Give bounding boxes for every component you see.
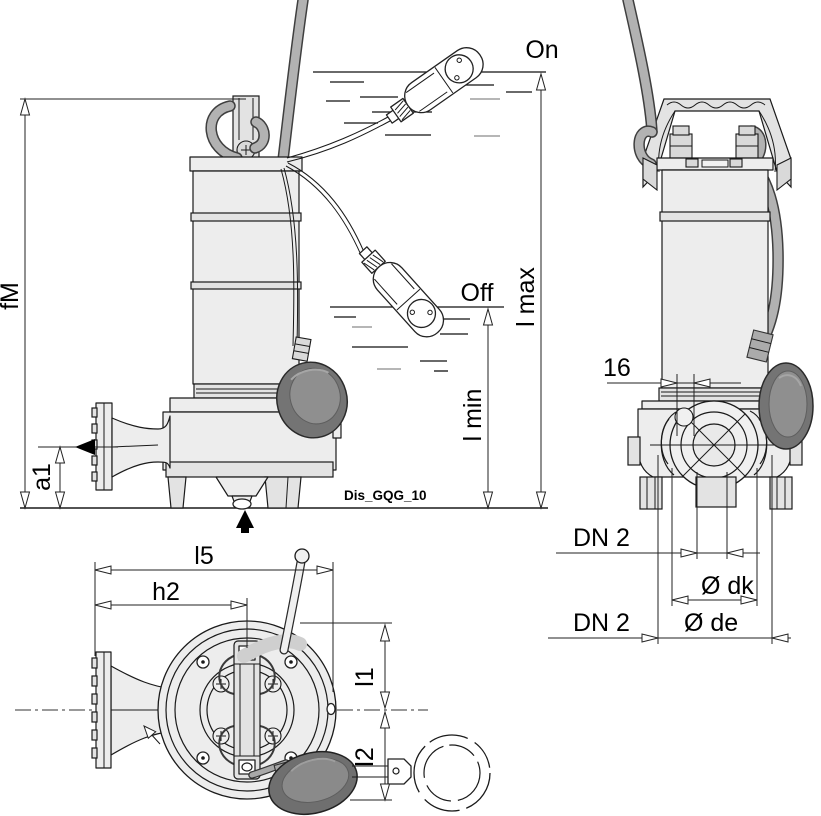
cable-gland-left: [669, 125, 693, 159]
foot-left-front: [639, 476, 663, 510]
dim-lmax: l max: [512, 72, 547, 510]
motor-body-side: [192, 170, 300, 385]
foot-right-front: [769, 476, 793, 510]
foot-left-side: [167, 476, 187, 509]
label-dia-de: Ø de: [684, 609, 738, 637]
top-view: l5 h2 l1 l2: [15, 542, 491, 815]
label-dia-dk: Ø dk: [701, 572, 754, 600]
float-switch-on: [385, 47, 484, 124]
cable-gland-right: [735, 125, 759, 159]
foot-right-side: [264, 476, 302, 509]
float-switch-top: [248, 751, 358, 815]
label-lmax: l max: [512, 267, 540, 327]
dim-l2: l2: [350, 710, 392, 802]
dim-h2: h2: [94, 578, 248, 648]
pump-side: [91, 0, 342, 510]
label-dn2-top: DN 2: [573, 524, 630, 552]
label-on: On: [525, 36, 558, 64]
label-a1: a1: [28, 463, 56, 491]
float-switch-off: [358, 246, 445, 338]
float-cables: [280, 116, 391, 347]
float-switch-front: [746, 329, 814, 450]
side-view: fM a1 l max l min: [0, 0, 559, 533]
motor-top-cap: [189, 156, 303, 172]
front-view: 16 DN 2 Ø dk DN 2 Ø de: [548, 0, 814, 644]
label-lmin: l min: [459, 389, 487, 442]
dim-l1: l1: [300, 622, 392, 710]
retainer-wires: [218, 654, 276, 766]
flow-arrow-discharge: [75, 439, 95, 455]
cable-coil: [352, 734, 491, 812]
discharge-top: [91, 651, 173, 769]
dim-dn2-dk-de: DN 2 Ø dk DN 2 Ø de: [548, 455, 791, 644]
label-l5: l5: [194, 542, 213, 570]
float-switch-resting: [276, 336, 348, 439]
dim-l5: l5: [94, 542, 334, 692]
label-l1: l1: [351, 667, 379, 686]
label-dn2-bottom: DN 2: [573, 609, 630, 637]
discharge-cone-side: [111, 415, 171, 478]
label-fm: fM: [0, 282, 24, 310]
label-off: Off: [461, 279, 494, 307]
label-l2: l2: [351, 747, 379, 766]
motor-body-front: [658, 169, 772, 402]
dim-a1: a1: [28, 439, 118, 510]
drawing-code: Dis_GQG_10: [344, 488, 427, 503]
flow-arrow-suction: [236, 510, 254, 533]
label-h2: h2: [152, 578, 180, 606]
label-16: 16: [603, 354, 631, 382]
suction-front: [695, 476, 737, 508]
dim-lmin: l min: [459, 307, 494, 510]
dim-fm: fM: [0, 97, 246, 510]
dim-16: 16: [603, 354, 741, 436]
